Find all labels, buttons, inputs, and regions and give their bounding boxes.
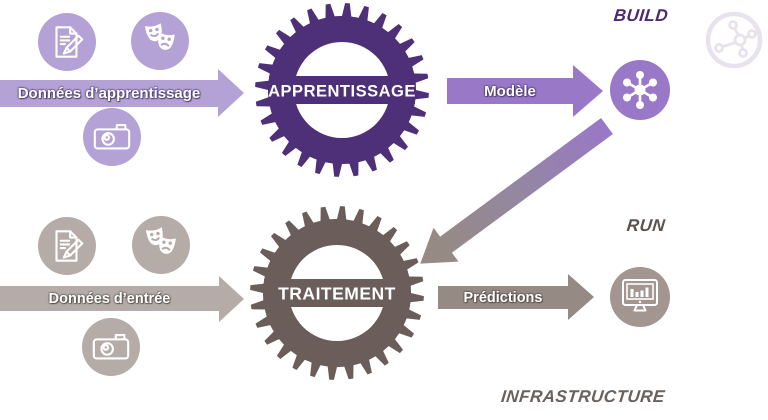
theater-masks-icon: [146, 227, 176, 254]
camera-icon: [92, 334, 130, 360]
theater-masks-icon: [145, 23, 175, 50]
document-pencil-icon: [55, 26, 84, 58]
input-masks-circle: [132, 216, 190, 274]
predictions-monitor-circle: [610, 267, 670, 327]
molecule-badge-icon: [705, 11, 763, 69]
input-data-arrow: Données d’entrée: [0, 286, 219, 311]
traitement-gear-icon: TRAITEMENT: [250, 206, 424, 380]
input-data-arrowhead-icon: [219, 276, 244, 322]
model-network-circle: [610, 60, 670, 120]
model-to-traitement-arrow-band: [438, 117, 613, 254]
training-document-circle: [38, 13, 96, 71]
run-stage-label: RUN: [625, 216, 667, 235]
input-data-arrow-label: Données d’entrée: [48, 290, 171, 307]
predictions-arrow: Prédictions: [438, 286, 568, 309]
apprentissage-gear-icon: APPRENTISSAGE: [255, 3, 429, 177]
training-masks-circle: [131, 12, 189, 70]
input-camera-circle: [82, 318, 140, 376]
model-arrow: Modèle: [447, 78, 573, 104]
build-stage-label: BUILD: [612, 6, 670, 25]
training-data-arrowhead-icon: [218, 69, 244, 117]
network-model-icon: [623, 71, 657, 109]
infrastructure-label: INFRASTRUCTURE: [500, 387, 666, 406]
model-arrow-label: Modèle: [484, 82, 536, 100]
training-camera-circle: [83, 108, 141, 166]
apprentissage-gear-label: APPRENTISSAGE: [268, 83, 416, 101]
traitement-gear-label: TRAITEMENT: [278, 284, 396, 304]
document-pencil-icon: [55, 230, 84, 262]
model-arrowhead-icon: [573, 65, 603, 117]
training-data-arrow: Données d’apprentissage: [0, 80, 218, 107]
camera-icon: [93, 124, 131, 150]
model-to-traitement-arrow: [407, 109, 620, 281]
input-document-circle: [38, 217, 96, 275]
predictions-arrowhead-icon: [568, 274, 594, 320]
training-data-arrow-label: Données d’apprentissage: [17, 85, 201, 102]
predictions-arrow-label: Prédictions: [463, 289, 543, 306]
monitor-chart-icon: [622, 279, 658, 312]
